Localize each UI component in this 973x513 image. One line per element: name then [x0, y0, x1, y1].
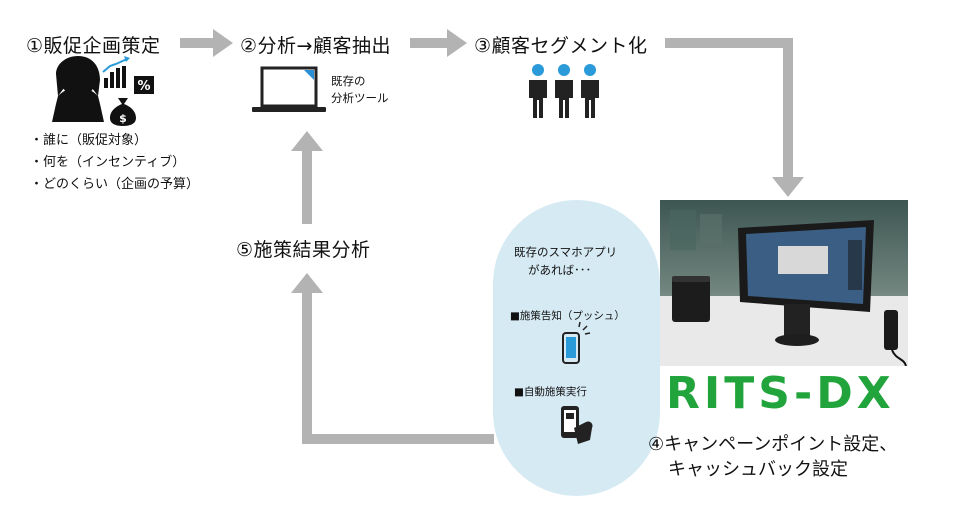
pos-terminal-photo: [660, 200, 908, 366]
chart-icon: [102, 56, 130, 88]
app-intro: 既存のスマホアプリ: [514, 245, 618, 259]
svg-text:$: $: [119, 112, 127, 125]
planning-item: ・誰に（販促対象）: [30, 133, 148, 148]
arrow-step4-to-step5: [291, 273, 494, 444]
arrow-step3-to-step4: [665, 38, 804, 197]
app-item-auto: ■自動施策実行: [514, 386, 587, 398]
planning-item: ・何を（インセンティブ）: [30, 155, 186, 170]
smartphone-push-icon: [562, 321, 591, 364]
brand-logo-rits-dx: RITS-DX: [666, 368, 895, 419]
step5-label: ⑤施策結果分析: [236, 239, 371, 261]
svg-text:%: %: [137, 79, 150, 94]
step1-label: ①販促企画策定: [26, 35, 161, 57]
person-icon: [52, 56, 104, 122]
arrow-step1-to-step2: [180, 29, 233, 57]
tool-label: 既存の: [331, 74, 366, 88]
planning-item: ・どのくらい（企画の予算）: [30, 177, 200, 192]
step2-label: ②分析→顧客抽出: [240, 35, 391, 57]
step4-label: ④キャンペーンポイント設定、: [648, 434, 898, 455]
step4-label: キャッシュバック設定: [668, 459, 848, 480]
money-bag-icon: $: [110, 98, 136, 126]
arrow-step2-to-step3: [410, 29, 467, 57]
smartphone-tap-icon: [561, 406, 593, 444]
people-group-icon: [529, 64, 599, 118]
app-item-push: ■施策告知（プッシュ）: [510, 310, 625, 322]
arrow-step5-to-step2: [291, 131, 323, 224]
tool-label: 分析ツール: [331, 91, 389, 105]
smartphone-app-panel: [493, 200, 660, 496]
step3-label: ③顧客セグメント化: [474, 35, 648, 57]
app-intro: があれば･･･: [528, 263, 592, 277]
percent-icon: %: [134, 76, 154, 94]
laptop-icon: [252, 66, 326, 112]
